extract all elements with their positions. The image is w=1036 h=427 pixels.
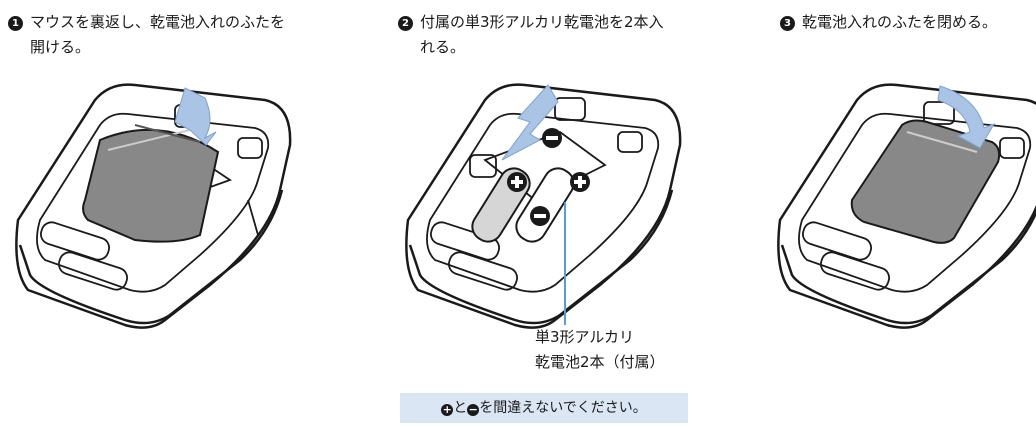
insert-arrow-icon bbox=[501, 84, 559, 161]
step-2-text-line1: 付属の単3形アルカリ乾電池を2本入 bbox=[420, 13, 664, 31]
battery-callout-label: 単3形アルカリ 乾電池2本（付属） bbox=[535, 325, 665, 375]
step-2-text-line2: れる。 bbox=[420, 38, 466, 56]
step-3-number: 3 bbox=[780, 16, 795, 31]
mouse-batteries-illustration bbox=[405, 83, 682, 329]
battery-polarity-marks bbox=[507, 128, 590, 226]
step-2-caption: 2 付属の単3形アルカリ乾電池を2本入 れる。 bbox=[398, 10, 748, 60]
step-1-number: 1 bbox=[8, 16, 23, 31]
minus-icon: − bbox=[467, 403, 480, 416]
callout-line2: 乾電池2本（付属） bbox=[535, 353, 665, 371]
step-1-text-line2: 開ける。 bbox=[30, 38, 91, 56]
step-3-text-line1: 乾電池入れのふたを閉める。 bbox=[802, 13, 998, 31]
callout-line1: 単3形アルカリ bbox=[535, 328, 634, 346]
step-2-number: 2 bbox=[398, 16, 413, 31]
mouse-lid-open-illustration bbox=[15, 83, 292, 329]
step-1-text-line1: マウスを裏返し、乾電池入れのふたを bbox=[30, 13, 286, 31]
note-text-and: と bbox=[453, 400, 468, 416]
step-1-caption: 1 マウスを裏返し、乾電池入れのふたを 開ける。 bbox=[8, 10, 368, 60]
polarity-note: +と−を間違えないでください。 bbox=[400, 393, 688, 423]
mouse-lid-closed-illustration bbox=[777, 83, 1036, 329]
note-text-warning: を間違えないでください。 bbox=[479, 400, 647, 416]
step-3-caption: 3 乾電池入れのふたを閉める。 bbox=[780, 10, 1036, 35]
open-arrow-icon bbox=[174, 87, 217, 146]
close-arrow-icon bbox=[937, 85, 996, 149]
plus-icon: + bbox=[441, 403, 454, 416]
